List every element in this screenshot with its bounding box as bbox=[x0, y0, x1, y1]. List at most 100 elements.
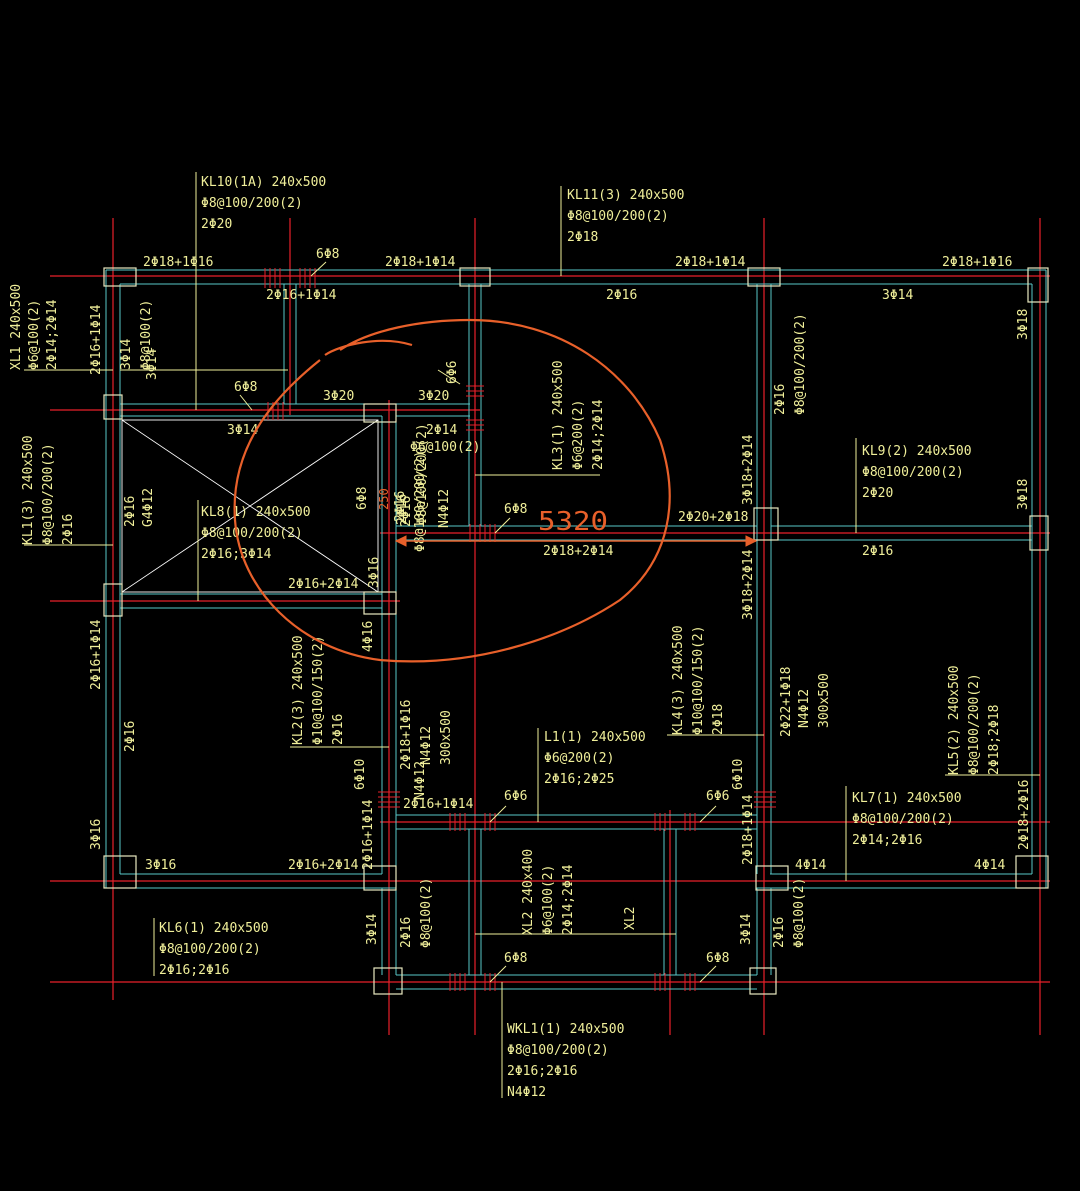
column bbox=[459, 267, 491, 287]
beam-label-kl6: 2Φ16;2Φ16 bbox=[159, 963, 229, 978]
columns bbox=[103, 267, 1049, 995]
tick bbox=[264, 268, 316, 288]
rebar-label-t14: 2Φ14 bbox=[426, 423, 457, 438]
beam-label-xl2v: Φ6@100(2) bbox=[541, 865, 556, 935]
leader-lines bbox=[24, 172, 1040, 1098]
rebar-label-t1: 2Φ18+1Φ16 bbox=[143, 255, 213, 270]
beam-label-stirrup_v3: 2Φ16 bbox=[399, 917, 414, 948]
rebar-label-v4: 3Φ18+2Φ14 bbox=[741, 434, 756, 505]
annotation-text: KL10(1A) 240x500Φ8@100/200(2)2Φ20KL11(3)… bbox=[9, 175, 1032, 1100]
rebar-label-t20: 2Φ16+2Φ14 bbox=[288, 577, 359, 592]
column bbox=[1027, 267, 1049, 303]
tick bbox=[754, 791, 776, 808]
rebar-label-v5: 3Φ18+2Φ14 bbox=[741, 549, 756, 620]
stirrup-ticks bbox=[264, 268, 776, 991]
rebar-label-t9: 6Φ8 bbox=[234, 380, 257, 395]
beam-label-stirrup_v2: 2Φ16 bbox=[395, 494, 410, 525]
leader bbox=[310, 261, 327, 277]
rebar-label-v27: Φ8@100/200(2) bbox=[413, 450, 428, 552]
tick bbox=[654, 973, 696, 991]
markup-circle bbox=[233, 318, 671, 663]
leader bbox=[489, 965, 507, 983]
column bbox=[103, 855, 137, 889]
rebar-label-t26: 4Φ14 bbox=[795, 858, 826, 873]
dimension-text-small: 250 bbox=[377, 488, 391, 510]
arrow-left bbox=[394, 535, 407, 547]
column bbox=[103, 394, 123, 420]
rebar-label-v11: 2Φ16 bbox=[123, 496, 138, 527]
rebar-label-v14: 2Φ16+1Φ14 bbox=[361, 799, 376, 870]
column bbox=[749, 967, 777, 995]
beam-label-wkl1: 2Φ16;2Φ16 bbox=[507, 1064, 577, 1079]
rebar-label-v15: 2Φ18+1Φ16 bbox=[399, 700, 414, 770]
rebar-label-v24: 2Φ16 bbox=[399, 496, 414, 527]
beam-label-kl8: Φ8@100/200(2) bbox=[201, 526, 303, 541]
rebar-label-v23: G4Φ12 bbox=[141, 488, 156, 527]
rebar-label-v25: 3Φ14 bbox=[145, 349, 160, 380]
rebar-label-v22: 2Φ16 bbox=[393, 491, 408, 522]
beam-label-kl2: KL2(3) 240x500 bbox=[291, 635, 306, 745]
beam-label-kl10: 2Φ20 bbox=[201, 217, 232, 232]
beam-label-kl1: Φ8@100/200(2) bbox=[41, 443, 56, 545]
rebar-label-t15: Φ6@100(2) bbox=[410, 440, 480, 455]
beam-label-kl5: KL5(2) 240x500 bbox=[947, 665, 962, 775]
rebar-label-v3: 3Φ18 bbox=[1016, 479, 1031, 510]
beam-label-kl8: 2Φ16;3Φ14 bbox=[201, 547, 272, 562]
rebar-label-v13: 6Φ10 bbox=[353, 759, 368, 790]
rebar-label-t10: 3Φ20 bbox=[323, 389, 354, 404]
beam-label-xl1b: 3Φ14 bbox=[119, 339, 134, 370]
beam-label-kl7: 2Φ14;2Φ16 bbox=[852, 833, 922, 848]
beam-label-kl9: 2Φ20 bbox=[862, 486, 893, 501]
rebar-label-v6: 2Φ16+1Φ14 bbox=[89, 619, 104, 690]
beam-label-kl11: Φ8@100/200(2) bbox=[567, 209, 669, 224]
rebar-label-v20: 3Φ14 bbox=[365, 914, 380, 945]
beam-label-l1: 2Φ16;2Φ25 bbox=[544, 772, 614, 787]
beams bbox=[105, 269, 1047, 990]
rebar-label-t13: 3Φ14 bbox=[227, 423, 258, 438]
column bbox=[363, 865, 397, 891]
rebar-label-t18: 2Φ16 bbox=[862, 544, 893, 559]
rebar-label-t11: 3Φ20 bbox=[418, 389, 449, 404]
beam-label-kl4: KL4(3) 240x500 bbox=[671, 625, 686, 735]
tick bbox=[378, 791, 400, 808]
rebar-label-t29: 6Φ8 bbox=[706, 951, 729, 966]
beam-label-kl6: Φ8@100/200(2) bbox=[159, 942, 261, 957]
rebar-label-t23: 6Φ6 bbox=[706, 789, 729, 804]
tick bbox=[469, 524, 496, 542]
beam-label-l1: L1(1) 240x500 bbox=[544, 730, 646, 745]
rebar-label-v1: 2Φ16+1Φ14 bbox=[89, 304, 104, 375]
beam-label-kl10: Φ8@100/200(2) bbox=[201, 196, 303, 211]
column bbox=[1015, 855, 1049, 889]
beam-label-n4b: 300x500 bbox=[817, 673, 832, 728]
dimension-text: 5320 bbox=[538, 507, 608, 537]
beam-label-stirrup_v1: Φ8@100/200(2) bbox=[793, 313, 808, 415]
beam-label-stirrup_v3: Φ8@100(2) bbox=[419, 878, 434, 948]
tick bbox=[466, 385, 484, 431]
rebar-label-t25: 2Φ16+2Φ14 bbox=[288, 858, 359, 873]
beam-label-n4a: 300x500 bbox=[439, 710, 454, 765]
rebar-label-v19: 2Φ18+2Φ16 bbox=[1017, 780, 1032, 850]
beam-label-xl2v: XL2 240x400 bbox=[521, 849, 536, 935]
rebar-label-t27: 4Φ14 bbox=[974, 858, 1005, 873]
rebar-label-v10: 3Φ16 bbox=[367, 557, 382, 588]
beam-label-kl1: KL1(3) 240x500 bbox=[21, 435, 36, 545]
column bbox=[753, 507, 779, 541]
beam-label-kl2: Φ10@100/150(2) bbox=[311, 635, 326, 745]
rebar-label-v26: N4Φ12 bbox=[413, 761, 428, 800]
rebar-label-t17: 2Φ18+2Φ14 bbox=[543, 544, 614, 559]
beam-label-n4a: N4Φ12 bbox=[419, 726, 434, 765]
beam-label-kl3: KL3(1) 240x500 bbox=[551, 360, 566, 470]
beam-label-kl9: KL9(2) 240x500 bbox=[862, 444, 972, 459]
column bbox=[373, 967, 403, 995]
beam-label-wkl1: N4Φ12 bbox=[507, 1085, 546, 1100]
rebar-label-t12: 6Φ6 bbox=[445, 361, 460, 384]
column bbox=[1029, 515, 1049, 551]
column bbox=[103, 583, 123, 617]
rebar-label-v7: 2Φ16 bbox=[123, 721, 138, 752]
beam-label-stirrup_v1: 2Φ16 bbox=[773, 384, 788, 415]
column bbox=[747, 267, 781, 287]
beam-label-l1: Φ6@200(2) bbox=[544, 751, 614, 766]
beam-label-kl2: 2Φ16 bbox=[331, 714, 346, 745]
rebar-label-t8: 3Φ14 bbox=[882, 288, 913, 303]
column bbox=[103, 267, 137, 287]
